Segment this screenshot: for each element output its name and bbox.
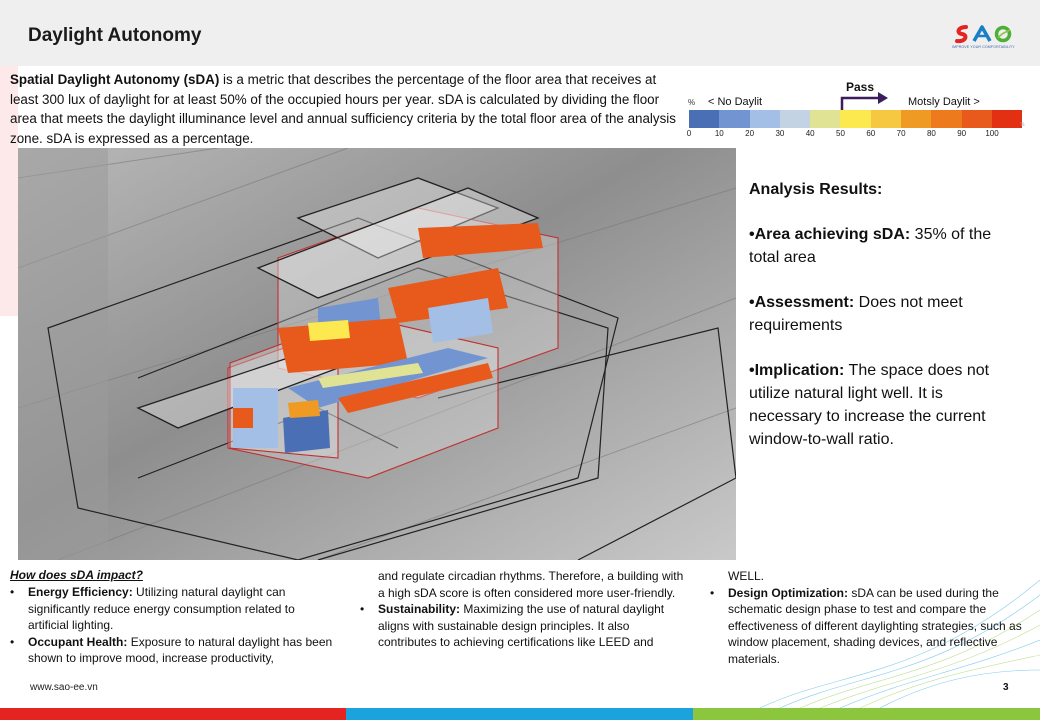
no-daylit-label: < No Daylit [708,96,763,108]
scale-tick-label: 60 [866,129,876,138]
color-bar-segment [870,110,902,128]
analysis-results: Analysis Results: •Area achieving sDA: 3… [749,178,1017,473]
impact-heading: How does sDA impact? [10,568,143,582]
logo-tagline: IMPROVE YOUR COMFORTABILITY [952,45,1015,49]
mostly-daylit-label: Motsly Daylit > [908,96,980,108]
scale-tick-label: 40 [805,129,815,138]
results-title: Analysis Results: [749,181,883,198]
result-assessment: •Assessment: Does not meet requirements [749,291,1017,337]
design-label: Design Optimization: [728,585,848,600]
sustain-text: Maximizing the use of natural daylight a… [378,602,665,650]
scale-tick-label: 100 [985,129,999,138]
scale-tick-label: 0 [686,129,692,138]
sustain-label: Sustainability: [378,602,461,617]
impact-column-1: Energy Efficiency: Utilizing natural day… [10,584,338,667]
color-bar [689,110,1023,128]
footer-bar-blue [346,708,693,720]
intro-paragraph: Spatial Daylight Autonomy (sDA) is a met… [10,70,682,148]
impact-column-2: and regulate circadian rhythms. Therefor… [360,568,688,651]
scale-ticks: 0 10 20 30 40 50 60 70 80 90 100 [686,129,1032,139]
slide-title: Daylight Autonomy [28,25,202,46]
result-assessment-text: Does not meet requirements [749,294,963,334]
slide-header: Daylight Autonomy IMPROVE YOUR COMFORTAB… [0,0,1040,66]
scale-corner-mark: % [1020,122,1025,128]
occupant-health-item: Occupant Health: Exposure to natural day… [10,634,338,667]
health-label: Occupant Health: [28,634,128,649]
result-area: •Area achieving sDA: 35% of the total ar… [749,223,1017,269]
footer-bar-green [693,708,1040,720]
footer-website: www.sao-ee.vn [30,682,98,693]
pass-label: Pass [846,80,875,94]
intro-term: Spatial Daylight Autonomy (sDA) [10,72,220,87]
color-bar-segment [931,110,962,128]
footer-bar-red [0,708,346,720]
scale-tick-label: 20 [745,129,755,138]
design-text: sDA can be used during the schematic des… [728,585,1022,666]
impact-column-3: WELL. Design Optimization: sDA can be us… [710,568,1036,668]
scale-percent-label: % [688,98,696,107]
result-implication-text: The space does not utilize natural light… [749,362,990,448]
color-bar-segment [840,110,871,128]
energy-text: Utilizing natural daylight can significa… [28,585,295,633]
result-assessment-label: •Assessment: [749,294,855,311]
sda-color-scale: Pass % < No Daylit Motsly Daylit > 0 10 20… [686,78,1032,138]
energy-efficiency-item: Energy Efficiency: Utilizing natural day… [10,584,338,634]
intro-text: is a metric that describes the percentag… [10,72,676,146]
sao-logo: IMPROVE YOUR COMFORTABILITY [952,24,1015,52]
decorative-waves [760,579,1040,708]
design-optimization-item: Design Optimization: sDA can be used dur… [710,585,1036,668]
scale-tick-label: 70 [896,129,906,138]
energy-label: Energy Efficiency: [28,585,133,599]
daylight-simulation-render [18,148,736,560]
color-bar-segment [689,110,720,128]
result-implication: •Implication: The space does not utilize… [749,359,1017,451]
color-bar-segment [779,110,811,128]
scale-tick-label: 80 [926,129,936,138]
scale-tick-label: 50 [836,129,845,138]
sustain-continued: WELL. [728,569,765,583]
color-bar-segment [810,110,841,128]
footer-color-bar [0,708,1040,720]
color-bar-segment [901,110,932,128]
result-implication-label: •Implication: [749,362,845,379]
page-number: 3 [1003,682,1009,693]
color-bar-segment [961,110,992,128]
result-area-label: •Area achieving sDA: [749,226,911,243]
sustainability-item: Sustainability: Maximizing the use of na… [360,601,688,651]
color-bar-segment [991,110,1023,128]
scale-tick-label: 30 [775,129,785,138]
scale-tick-label: 90 [957,129,967,138]
health-text: Exposure to natural daylight has been sh… [28,634,333,666]
color-bar-segment [719,110,750,128]
scale-tick-label: 10 [714,129,724,138]
color-bar-segment [749,110,780,128]
left-accent-band [0,66,18,316]
result-area-text: 35% of the total area [749,226,992,266]
health-continued: and regulate circadian rhythms. Therefor… [378,569,684,600]
